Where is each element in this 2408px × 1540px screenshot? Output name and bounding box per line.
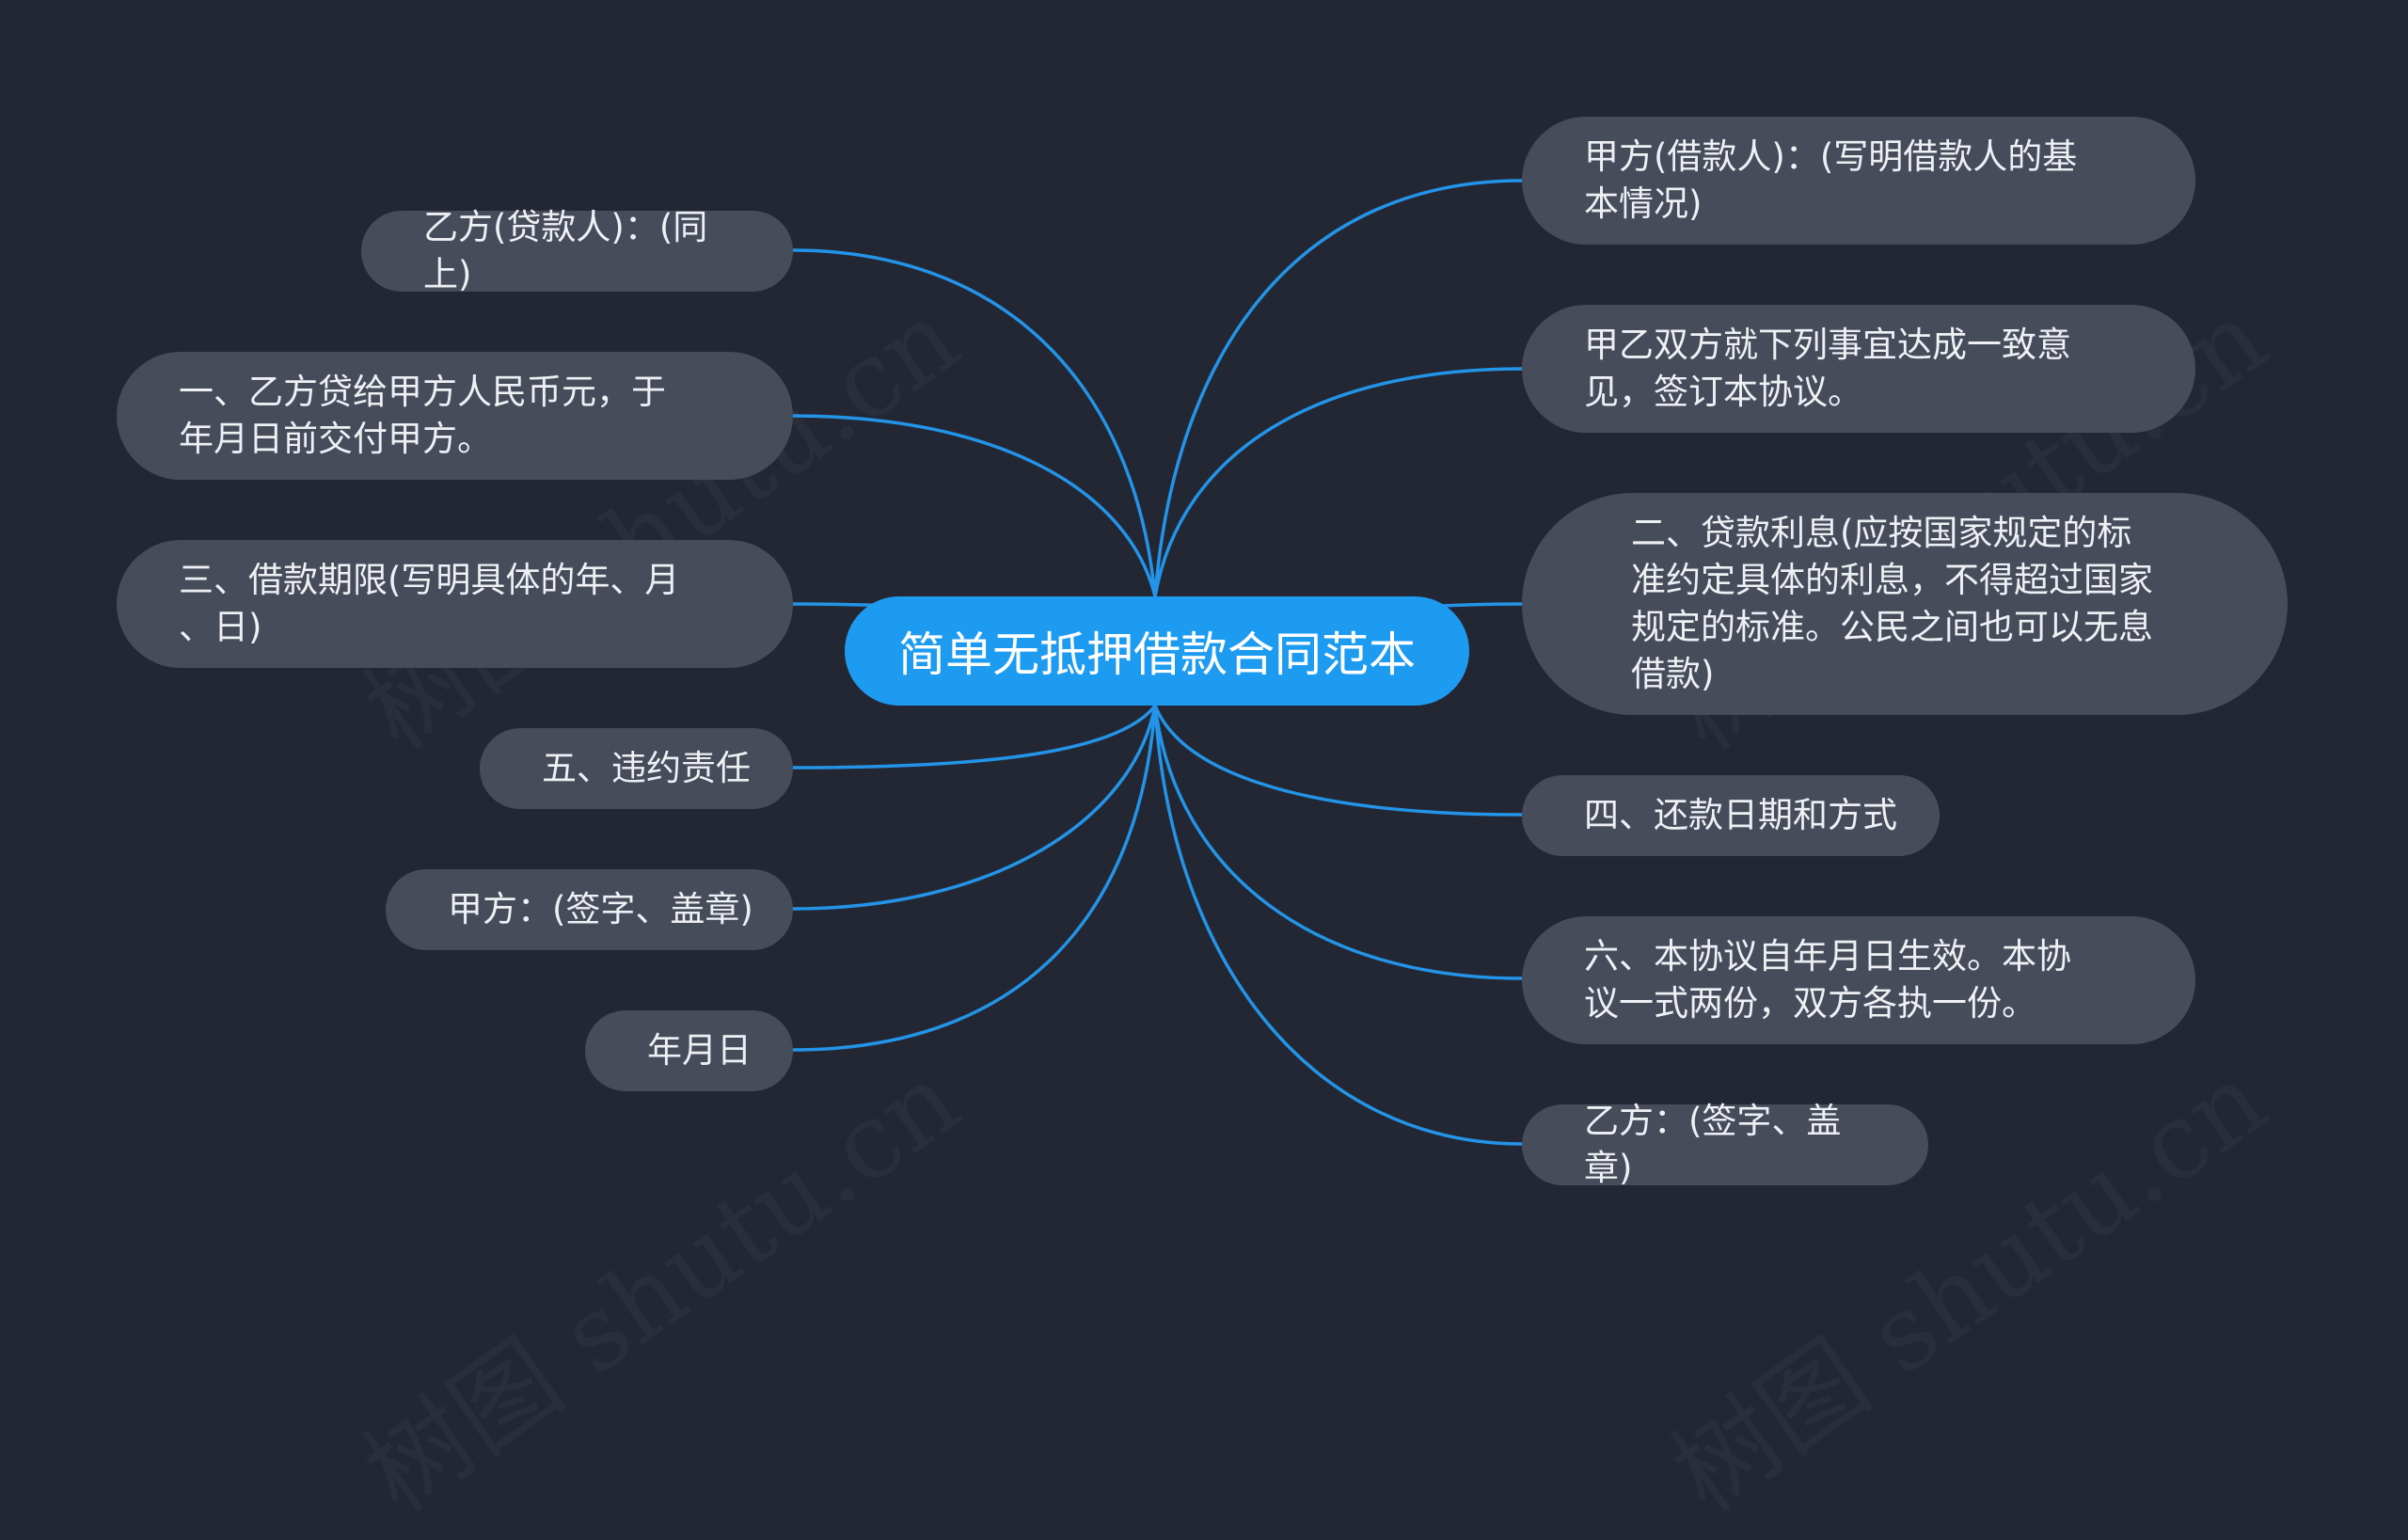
topic-node-left-5[interactable]: 甲方：(签字、盖章) — [386, 869, 793, 950]
root-topic[interactable]: 简单无抵押借款合同范本 — [845, 596, 1469, 706]
topic-label: 二、贷款利息(应按国家规定的标 准约定具体的利息，不得超过国家 规定的标准。公民… — [1631, 513, 2153, 694]
topic-label: 乙方(贷款人)：(同上) — [423, 207, 708, 294]
topic-node-right-4[interactable]: 四、还款日期和方式 — [1522, 775, 1940, 856]
topic-label: 甲方(借款人)：(写明借款人的基 本情况) — [1584, 136, 2078, 224]
topic-label: 六、本协议自年月日生效。本协 议一式两份，双方各执一份。 — [1584, 936, 2071, 1024]
link-left-4 — [792, 704, 1157, 770]
topic-node-right-2[interactable]: 甲乙双方就下列事宜达成一致意 见，签订本协议。 — [1522, 305, 2195, 433]
link-right-6 — [1153, 705, 1523, 1146]
topic-node-left-2[interactable]: 一、乙方贷给甲方人民币元，于 年月日前交付甲方。 — [117, 352, 793, 480]
topic-label: 甲方：(签字、盖章) — [448, 889, 753, 929]
topic-node-right-6[interactable]: 乙方：(签字、盖章) — [1522, 1101, 1928, 1188]
link-left-1 — [792, 248, 1157, 597]
link-left-2 — [792, 414, 1157, 597]
link-right-2 — [1153, 367, 1523, 597]
link-right-4 — [1153, 705, 1523, 817]
topic-label: 甲乙双方就下列事宜达成一致意 见，签订本协议。 — [1584, 325, 2071, 412]
link-left-6 — [792, 705, 1157, 1052]
topic-node-right-1[interactable]: 甲方(借款人)：(写明借款人的基 本情况) — [1522, 117, 2195, 245]
topic-node-left-4[interactable]: 五、违约责任 — [480, 728, 793, 809]
topic-label: 四、还款日期和方式 — [1584, 795, 1897, 835]
topic-node-left-1[interactable]: 乙方(贷款人)：(同上) — [361, 207, 793, 294]
link-left-5 — [792, 705, 1157, 911]
topic-node-right-5[interactable]: 六、本协议自年月日生效。本协 议一式两份，双方各执一份。 — [1522, 916, 2195, 1044]
topic-label: 一、乙方贷给甲方人民币元，于 年月日前交付甲方。 — [179, 372, 666, 459]
link-right-5 — [1153, 705, 1523, 980]
topic-label: 年月日 — [647, 1030, 752, 1071]
topic-node-left-3[interactable]: 三、借款期限(写明具体的年、月 、日) — [117, 540, 793, 668]
topic-label: 五、违约责任 — [542, 748, 751, 788]
topic-label: 乙方：(签字、盖章) — [1584, 1101, 1842, 1188]
topic-node-right-3[interactable]: 二、贷款利息(应按国家规定的标 准约定具体的利息，不得超过国家 规定的标准。公民… — [1522, 493, 2288, 715]
topic-label: 三、借款期限(写明具体的年、月 、日) — [179, 560, 680, 647]
link-right-1 — [1153, 179, 1523, 597]
mind-map-canvas: 树图 shutu.cn 树图 shutu.cn 树图 shutu.cn 树图 s… — [117, 117, 2288, 1188]
topic-node-left-6[interactable]: 年月日 — [585, 1010, 793, 1091]
root-topic-label: 简单无抵押借款合同范本 — [898, 627, 1416, 682]
